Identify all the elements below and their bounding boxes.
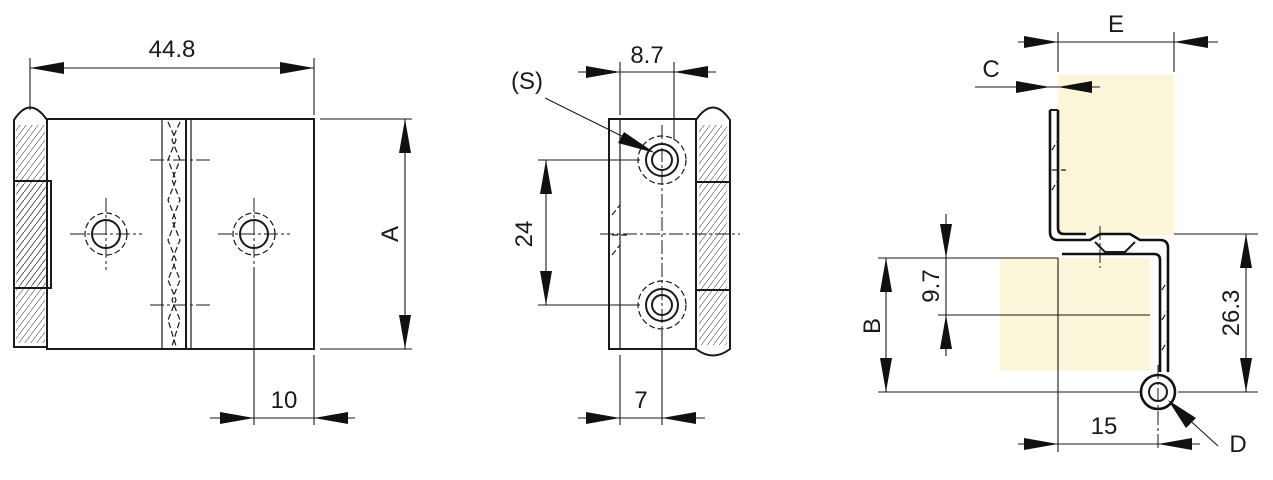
dim-e-arrow-left [1024,36,1058,48]
dim-e-label: E [1108,11,1124,38]
dim-24-arrow-bottom [540,271,552,305]
dim-15-arrow-right [1158,438,1192,450]
dim-263-arrow-bottom [1240,358,1252,392]
profile-hatch-lower [1161,279,1169,351]
dim-7-label: 7 [634,387,647,414]
dim-263-label: 26.3 [1218,290,1245,337]
center-band-zigzag-2 [171,121,181,347]
dim-448-label: 44.8 [149,36,196,63]
hinge-profile-outer [1048,110,1170,372]
dim-b-arrow-bottom [880,358,892,392]
dim-c-arrow-right [1058,81,1092,93]
dim-a-arrow-top [399,119,411,153]
profile-knuckle-center [1094,241,1136,253]
dim-b-arrow-top [880,258,892,292]
dim-10-arrow-right [314,412,348,424]
dim-448-arrow-right [280,62,314,74]
side-view: E C 9.7 B 26.3 15 D [859,11,1258,458]
dim-e-arrow-right [1174,36,1208,48]
dim-97-label: 9.7 [918,269,945,302]
dim-7-arrow-right [662,412,696,424]
middle-knuckle-knurl [699,125,727,345]
dim-87-arrow-right [674,66,708,78]
dim-87-label: 8.7 [630,42,663,69]
dim-263-arrow-top [1240,234,1252,268]
hinge-profile-lower [1062,252,1162,372]
dim-15-arrow-left [1024,438,1058,450]
dim-a-label: A [377,226,404,242]
dim-24-label: 24 [511,221,538,248]
dim-448-arrow-left [30,62,64,74]
knuckle-slot-knurl [17,184,48,285]
front-leaf [46,118,315,350]
dim-a-arrow-bottom [399,315,411,349]
dim-10-label: 10 [271,387,298,414]
center-band-zigzag [167,121,177,347]
dim-24-arrow-top [540,160,552,194]
knuckle-slot [13,180,52,289]
dim-7-arrow-left [586,412,620,424]
dim-b-label: B [859,318,886,334]
dim-c-arrow-left [1016,81,1050,93]
dim-d-label: D [1229,431,1246,458]
middle-view: 8.7 (S) 24 7 [511,42,740,425]
front-view: 44.8 A 10 [13,36,412,425]
dim-97-arrow-bottom [940,315,952,349]
screw-leader-arrow [618,132,655,153]
profile-hatch-upper [1051,139,1066,191]
dim-97-arrow-top [940,224,952,258]
dim-c-label: C [982,56,999,83]
pin-leader-arrow [1168,400,1196,428]
upper-panel [1058,75,1174,235]
screw-label: (S) [511,68,543,95]
middle-leaf-hatch [611,204,630,256]
dim-10-arrow-left [220,412,254,424]
hinge-profile-inner [1056,110,1086,236]
middle-knuckle [695,106,731,357]
dim-15-label: 15 [1091,413,1118,440]
dim-87-arrow-left [586,66,620,78]
